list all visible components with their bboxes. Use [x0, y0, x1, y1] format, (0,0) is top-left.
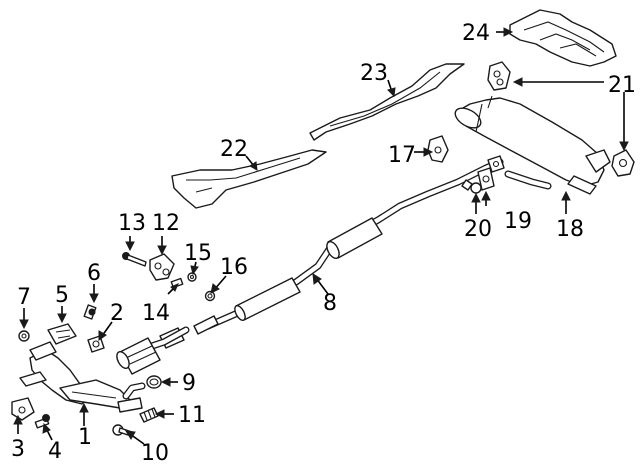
callout-11: 11: [178, 403, 206, 428]
callout-14: 14: [142, 301, 170, 326]
callout-17: 17: [388, 143, 416, 168]
rear-muffler-18: [454, 95, 611, 195]
callout-1: 1: [78, 425, 92, 450]
callout-9: 9: [182, 371, 196, 396]
heat-shield-rear-24: [509, 9, 617, 67]
bolt-20: [461, 179, 482, 194]
callout-12: 12: [152, 211, 180, 236]
stud-6: [83, 304, 97, 320]
callout-7: 7: [17, 285, 31, 310]
leader-lines: [13, 27, 629, 445]
callout-6: 6: [87, 261, 101, 286]
nut-7: [18, 330, 30, 342]
callout-5: 5: [55, 283, 69, 308]
bracket-3: [11, 397, 35, 421]
bolt-4: [34, 414, 50, 429]
catalytic-converter: [116, 326, 190, 375]
callout-21: 21: [608, 73, 636, 98]
callout-16: 16: [220, 255, 248, 280]
hanger-21-lower: [611, 149, 635, 177]
callout-20: 20: [464, 217, 492, 242]
callout-4: 4: [48, 439, 62, 464]
hanger-21-upper: [487, 61, 511, 91]
callout-15: 15: [184, 241, 212, 266]
front-pipe-manifold-1: [19, 341, 146, 413]
heat-shield-center-23: [309, 63, 465, 141]
gasket-ring-9: [146, 375, 162, 389]
bolt-13: [122, 252, 147, 267]
gasket-5: [47, 323, 77, 345]
center-pipe-rear-flange: [487, 155, 505, 173]
callout-18: 18: [556, 217, 584, 242]
washer-16: [204, 290, 216, 302]
hanger-17: [427, 135, 449, 163]
gasket-19: [477, 167, 495, 191]
callout-10: 10: [141, 441, 169, 466]
callout-24: 24: [462, 21, 490, 46]
callout-8: 8: [323, 291, 337, 316]
callout-2: 2: [110, 301, 124, 326]
callout-23: 23: [360, 61, 388, 86]
washer-15: [187, 272, 197, 282]
gasket-2: [87, 335, 105, 353]
spring-11: [139, 407, 159, 423]
heat-shield-front-22: [171, 149, 327, 209]
center-pipe-8: [159, 158, 504, 349]
callout-22: 22: [220, 137, 248, 162]
callout-13: 13: [118, 211, 146, 236]
hanger-12: [149, 253, 175, 281]
callout-3: 3: [11, 437, 25, 462]
callout-19: 19: [504, 209, 532, 234]
